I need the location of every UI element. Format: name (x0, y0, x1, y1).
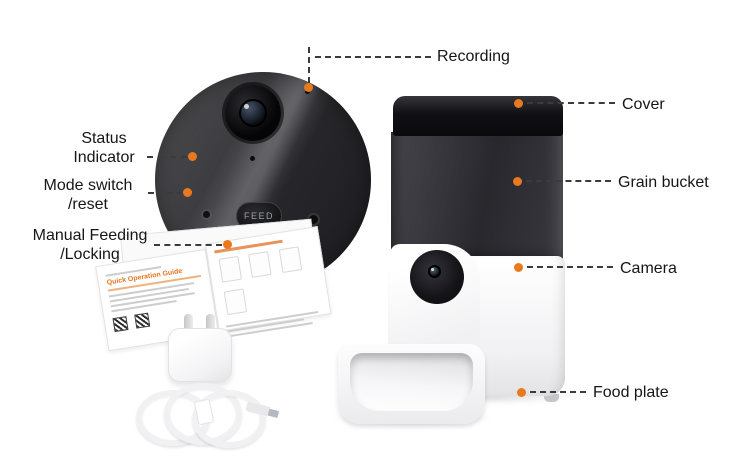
callout-line-camera (527, 266, 613, 268)
callout-dot-cover (514, 99, 523, 108)
control-panel-zoom-view: FEED (155, 72, 371, 288)
callout-line-manual-feeding (154, 244, 222, 246)
cable-coil (192, 390, 266, 448)
lens-highlight (244, 104, 249, 109)
callout-dot-food-plate (517, 388, 526, 397)
callout-label-recording: Recording (437, 48, 510, 65)
callout-line-mode-switch (148, 192, 182, 194)
callout-label-grain-bucket: Grain bucket (618, 174, 709, 191)
adapter-pin (206, 314, 215, 331)
callout-label-manual-feeding: Manual Feeding /Locking (28, 226, 152, 264)
feeder-camera-window (410, 250, 464, 304)
usb-connector-tip (267, 408, 280, 418)
camera-lens-icon (225, 85, 281, 141)
callout-line-recording-vertical (308, 47, 310, 83)
adapter-body (168, 328, 232, 382)
callout-label-food-plate: Food plate (593, 384, 669, 401)
callout-label-line: /Locking (60, 246, 120, 263)
callout-label-line: Status (81, 130, 127, 147)
status-indicator-led (203, 211, 210, 218)
callout-dot-camera (514, 263, 523, 272)
camera-lens-glass (239, 99, 267, 127)
callout-label-line: Mode switch (43, 177, 133, 194)
callout-label-cover: Cover (622, 96, 665, 113)
callout-label-mode-switch: Mode switch /reset (30, 176, 146, 214)
feeder-camera-lens (428, 265, 441, 278)
callout-label-camera: Camera (620, 260, 677, 277)
callout-label-line: Manual Feeding (32, 227, 148, 244)
feeder-foot (544, 394, 559, 402)
food-plate (338, 344, 485, 424)
guide-step-box (223, 288, 248, 316)
callout-line-grain-bucket (526, 180, 611, 182)
callout-label-status-indicator: Status Indicator (44, 129, 164, 167)
callout-line-food-plate (530, 391, 586, 393)
callout-line-recording (315, 56, 431, 58)
callout-line-status-indicator (147, 156, 187, 158)
qr-code (134, 312, 151, 329)
callout-dot-grain-bucket (513, 177, 522, 186)
guide-step-box (278, 246, 303, 274)
callout-label-line: /reset (67, 196, 108, 213)
qr-code (112, 316, 129, 333)
feed-button-label: FEED (243, 211, 274, 221)
callout-dot-manual-feeding (223, 240, 232, 249)
callout-dot-status-indicator (188, 152, 197, 161)
usb-cable (134, 374, 284, 449)
guide-step-box (248, 251, 273, 278)
feeder-camera-glint (431, 268, 434, 271)
callout-dot-mode-switch (183, 188, 192, 197)
callout-line-cover (527, 102, 615, 104)
power-adapter (168, 314, 238, 386)
light-sensor-hole (250, 156, 255, 161)
food-plate-cavity (350, 353, 473, 411)
grain-bucket (391, 132, 563, 260)
callout-label-line: Indicator (73, 149, 135, 166)
adapter-pin (184, 314, 193, 331)
guide-step-box (218, 255, 243, 283)
guide-step-icons (215, 242, 322, 323)
callout-dot-recording (304, 83, 313, 92)
